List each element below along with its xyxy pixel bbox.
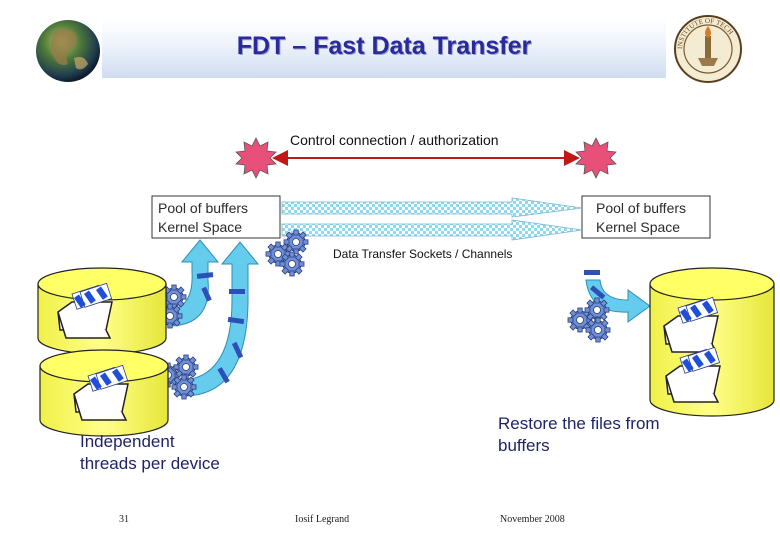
caltech-seal-logo: INSTITUTE OF TECH — [674, 15, 742, 83]
right-starburst — [575, 137, 617, 179]
restore-line1: Restore the files from — [498, 414, 660, 433]
channel-arrow-top — [281, 197, 583, 218]
channel-arrow-bottom — [281, 219, 583, 241]
control-connection-label: Control connection / authorization — [290, 132, 499, 148]
flow-arrow-left — [167, 239, 220, 327]
left-starburst — [235, 137, 277, 179]
author-name: Iosif Legrand — [295, 514, 350, 525]
right-pool-line2: Kernel Space — [596, 219, 681, 235]
date-label: November 2008 — [500, 514, 565, 525]
independent-line1: Independent — [80, 432, 175, 451]
right-disk — [649, 267, 775, 417]
upward-flow-arrows — [167, 239, 260, 397]
restore-line2: buffers — [498, 436, 550, 455]
gear-icon — [585, 317, 611, 343]
globe-logo — [36, 20, 100, 82]
left-pool-label: Pool of buffers Kernel Space — [158, 199, 248, 237]
independent-line2: threads per device — [80, 454, 220, 473]
right-pool-label: Pool of buffers Kernel Space — [596, 199, 686, 237]
sockets-label: Data Transfer Sockets / Channels — [333, 247, 513, 261]
gear-icon — [283, 229, 309, 255]
left-buffer-pool — [151, 195, 281, 239]
page-number: 31 — [119, 514, 129, 525]
left-pool-line1: Pool of buffers — [158, 200, 249, 216]
right-pool-line1: Pool of buffers — [596, 200, 687, 216]
control-connection — [235, 137, 617, 179]
flow-arrow-right — [185, 241, 260, 397]
title-bar: FDT – Fast Data Transfer — [102, 18, 666, 78]
gear-icon — [171, 374, 197, 400]
left-pool-line2: Kernel Space — [158, 219, 243, 235]
right-buffer-pool — [581, 195, 711, 239]
gear-icon — [279, 251, 305, 277]
independent-threads-label: Independent threads per device — [80, 431, 220, 475]
transfer-channels — [281, 197, 583, 241]
slide-title: FDT – Fast Data Transfer — [236, 32, 532, 60]
left-disk-bottom — [39, 349, 169, 437]
restore-files-label: Restore the files from buffers — [498, 413, 660, 457]
left-disk-top — [37, 267, 167, 355]
channel-segments — [196, 270, 606, 384]
